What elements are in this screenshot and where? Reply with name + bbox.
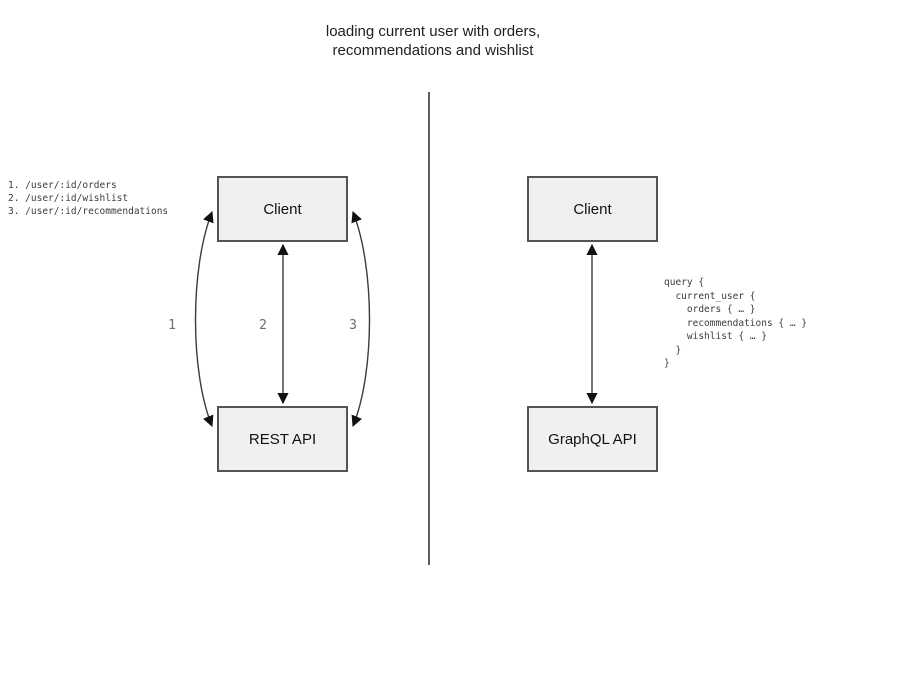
client-box-rest-label: Client: [263, 200, 302, 218]
client-box-graphql-label: Client: [573, 200, 612, 218]
graphql-api-box-label: GraphQL API: [548, 430, 637, 448]
arrow-label-3: 3: [349, 318, 357, 333]
rest-api-box: REST API: [217, 406, 348, 472]
diagram-title-line2: recommendations and wishlist: [332, 42, 534, 59]
rest-api-box-label: REST API: [248, 430, 317, 448]
graphql-query-snippet: query { current_user { orders { … } reco…: [664, 277, 807, 369]
diagram-title: loading current user with orders, recomm…: [0, 22, 866, 60]
arrow-label-2: 2: [259, 318, 267, 333]
rest-arrow-3: [351, 210, 371, 428]
arrow-label-1: 1: [168, 318, 176, 333]
rest-arrow-1: [194, 210, 214, 428]
graphql-api-box: GraphQL API: [527, 406, 658, 472]
rest-endpoints-list: 1. /user/:id/orders 2. /user/:id/wishlis…: [8, 180, 169, 217]
client-box-graphql: Client: [527, 176, 658, 242]
diagram-title-line1: loading current user with orders,: [325, 23, 541, 40]
client-box-rest: Client: [217, 176, 348, 242]
